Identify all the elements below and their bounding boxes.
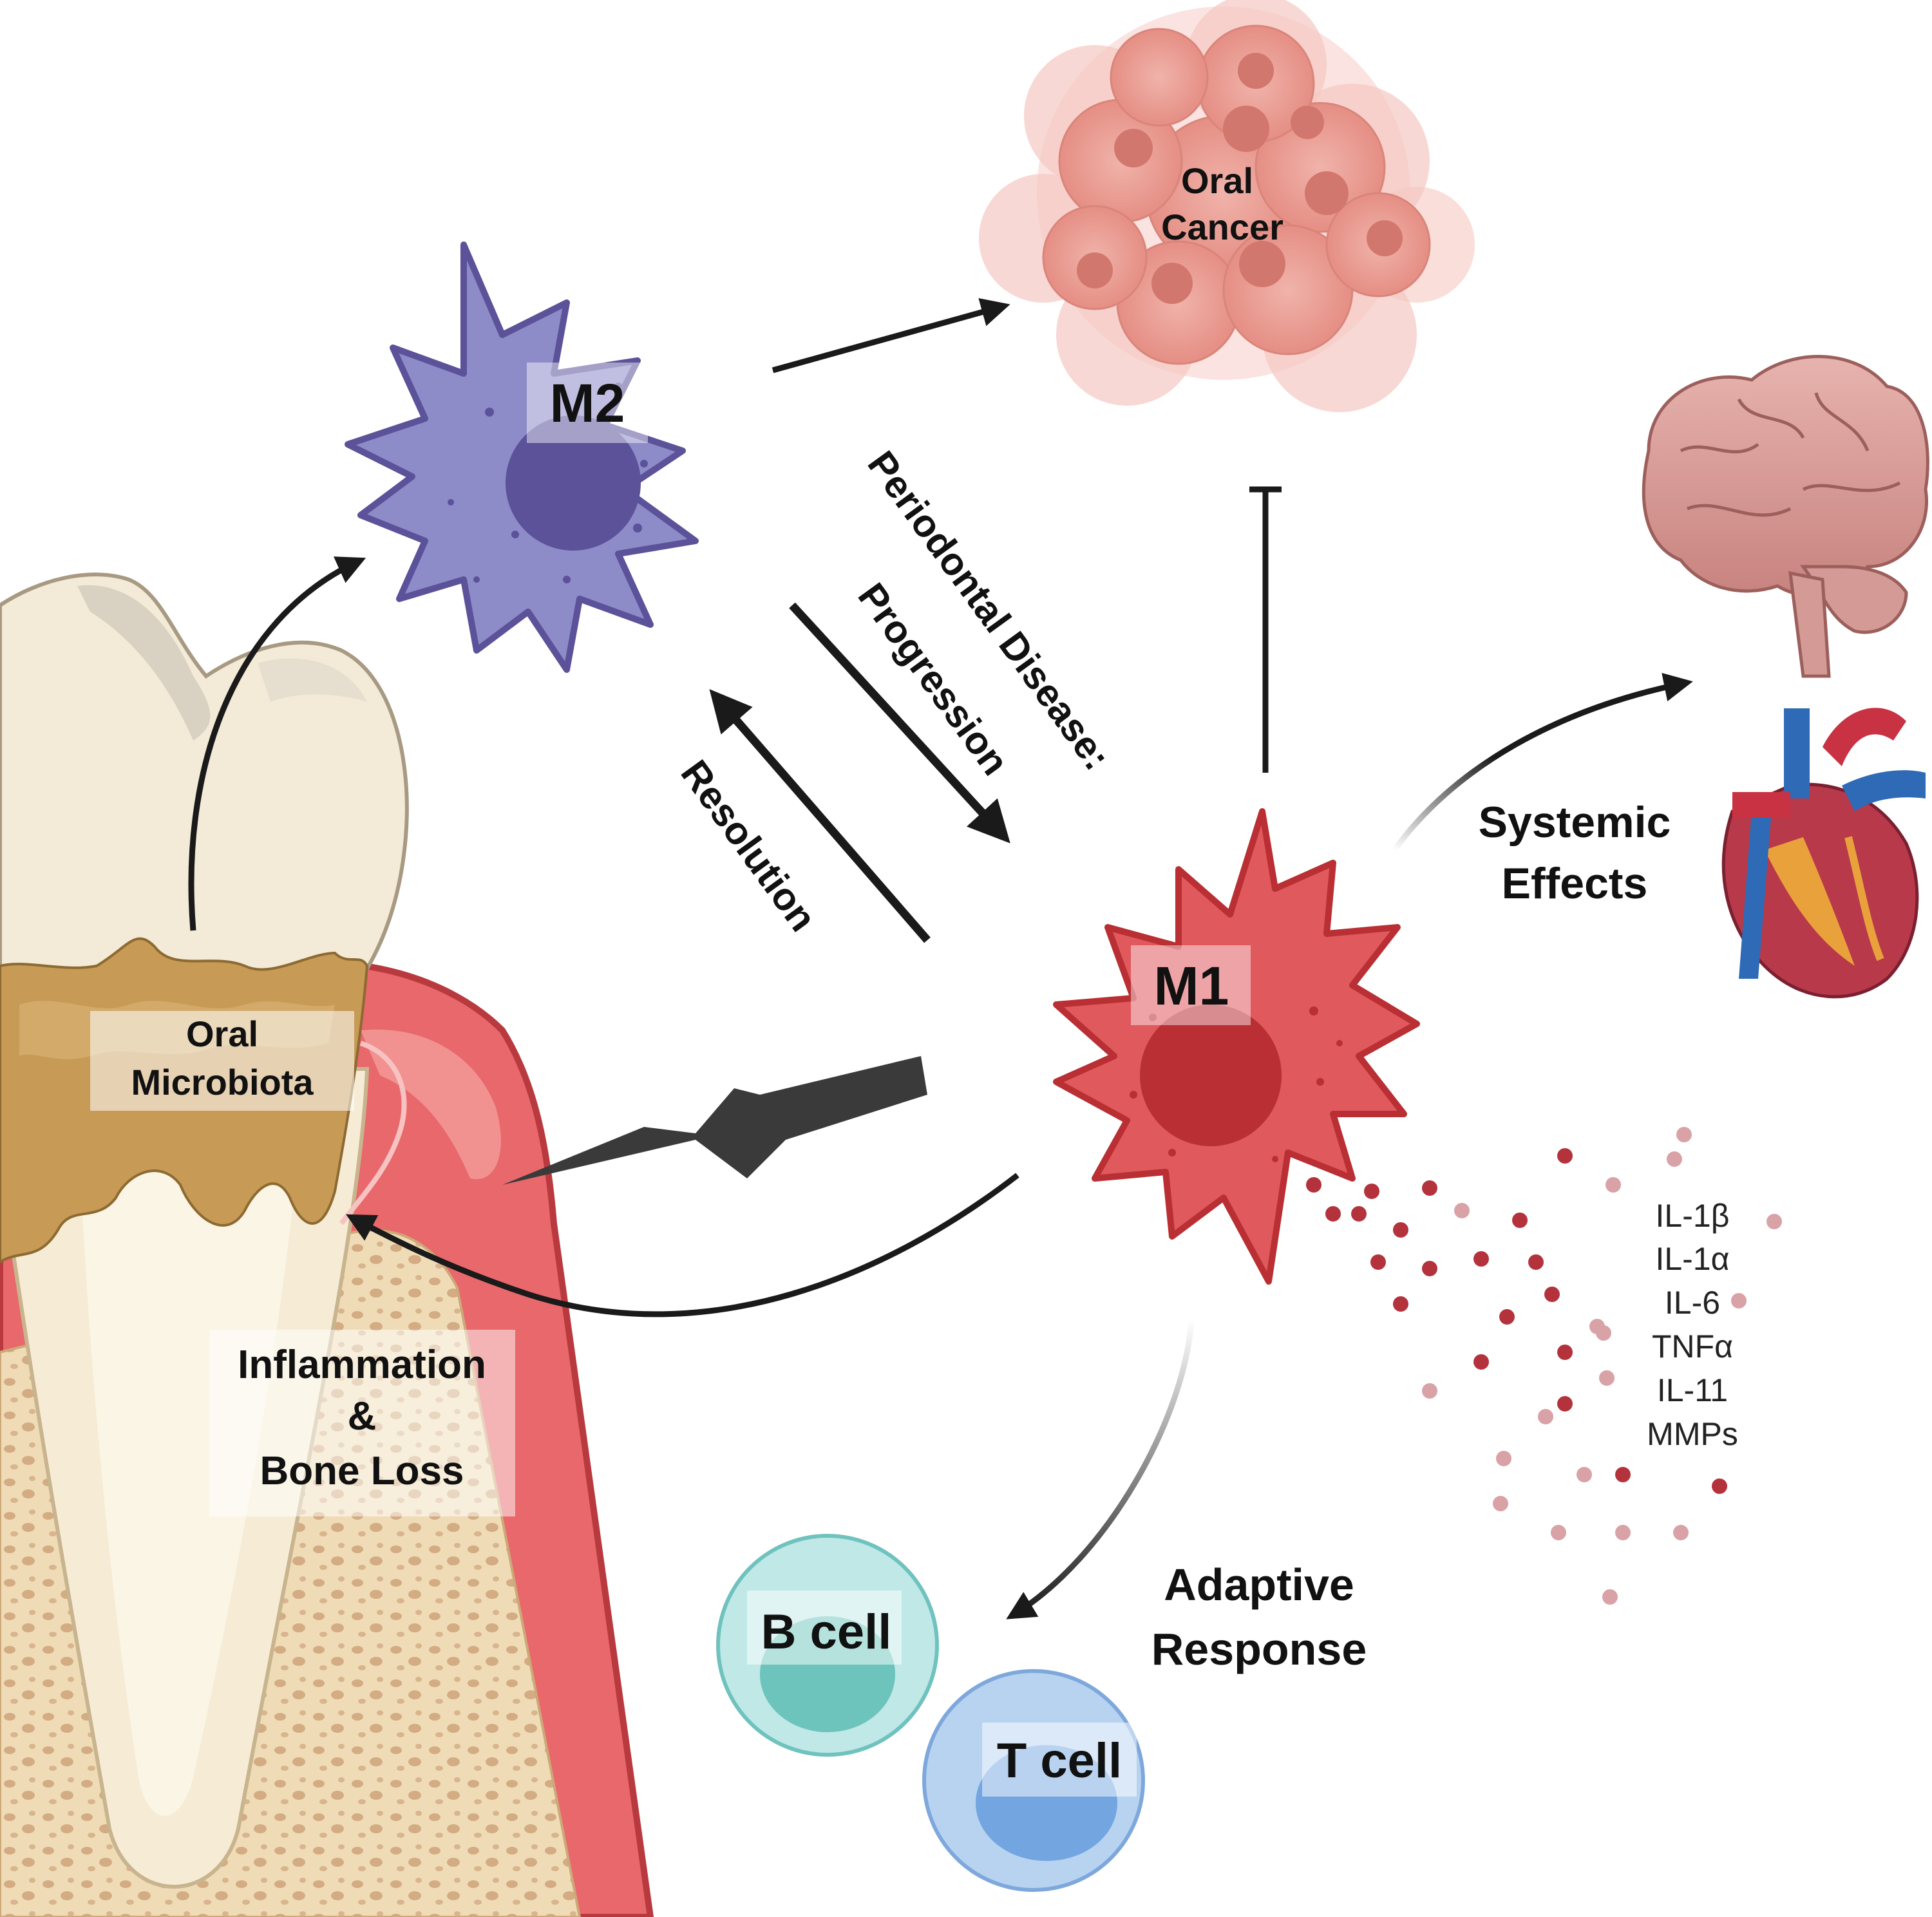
cytokine-label: IL-6: [1665, 1285, 1720, 1321]
svg-text:&: &: [348, 1394, 377, 1439]
oral-microbiota-label: Oral Microbiota: [90, 1011, 354, 1111]
oral-cancer-label-2: Cancer: [1161, 207, 1283, 247]
tumor-icon: Oral Cancer: [979, 0, 1475, 412]
systemic-effects-label-2: Effects: [1502, 859, 1648, 908]
arrow-systemic-effects: [1392, 673, 1693, 852]
cytokine-list: IL-1β IL-1α IL-6 TNFα IL-11 MMPs: [1647, 1198, 1738, 1452]
svg-text:Oral: Oral: [186, 1014, 258, 1054]
adaptive-response-label-1: Adaptive: [1164, 1560, 1354, 1610]
inhibition-m1-cancer: [1249, 486, 1282, 773]
arrow-m2-to-cancer: [772, 297, 1010, 373]
b-cell: B cell: [716, 1534, 939, 1757]
arrow-progression: [789, 602, 1010, 844]
m2-label: M2: [550, 373, 625, 433]
arrow-adaptive-response: [1006, 1319, 1195, 1620]
resolution-label: Resolution: [672, 752, 824, 939]
m2-macrophage: M2: [345, 241, 699, 673]
oral-cancer-label-1: Oral: [1181, 160, 1253, 201]
cytokine-label: IL-1β: [1656, 1198, 1730, 1234]
cytokine-label: IL-11: [1657, 1372, 1728, 1408]
cytokine-particles: [1306, 1127, 1782, 1605]
cytokine-label: MMPs: [1647, 1416, 1738, 1452]
cytokine-label: TNFα: [1652, 1328, 1733, 1365]
cytokine-label: IL-1α: [1655, 1241, 1729, 1277]
m1-macrophage: M1: [1053, 808, 1420, 1285]
systemic-effects-label-1: Systemic: [1479, 798, 1671, 847]
svg-text:Inflammation: Inflammation: [238, 1343, 486, 1387]
b-cell-label: B cell: [761, 1605, 892, 1659]
t-cell-label: T cell: [997, 1733, 1122, 1788]
arrow-microbiota-to-m2: [188, 556, 366, 931]
adaptive-response-label-2: Response: [1151, 1624, 1367, 1674]
inflammation-bone-loss-label: Inflammation & Bone Loss: [209, 1330, 515, 1516]
brain-icon: [1642, 355, 1929, 678]
svg-text:Bone Loss: Bone Loss: [260, 1449, 464, 1493]
t-cell: T cell: [922, 1669, 1145, 1892]
heart-icon: [1721, 708, 1926, 999]
m1-label: M1: [1154, 956, 1229, 1016]
arrow-m1-to-gum: [346, 1173, 1019, 1317]
lightning-icon: [502, 1056, 927, 1185]
svg-text:Microbiota: Microbiota: [131, 1062, 314, 1102]
tooth-illustration: [0, 572, 654, 1917]
arrow-resolution: [709, 689, 931, 943]
